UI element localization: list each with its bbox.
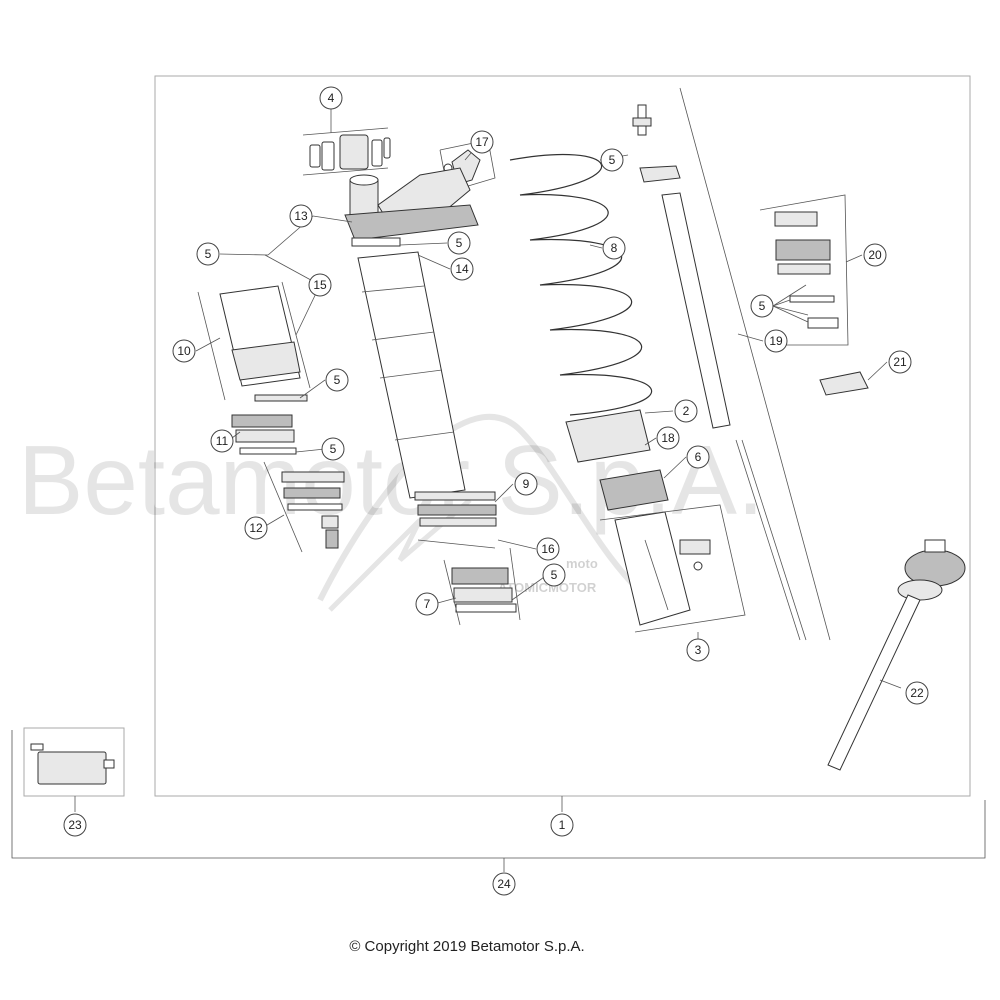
callout-5: 5 <box>600 148 624 172</box>
callout-16: 16 <box>536 537 560 561</box>
svg-text:5: 5 <box>551 568 558 582</box>
tool-box <box>23 727 125 797</box>
svg-text:22: 22 <box>910 686 924 700</box>
part-4-bushing-set <box>302 127 391 176</box>
svg-text:19: 19 <box>769 334 783 348</box>
callout-23: 23 <box>63 813 87 837</box>
svg-text:5: 5 <box>759 299 766 313</box>
watermark-moto: moto <box>566 556 598 571</box>
svg-text:13: 13 <box>294 209 308 223</box>
part-9-piston-stack <box>414 491 497 549</box>
part-21-spacer <box>819 371 869 396</box>
part-2-spring-seat <box>565 409 651 463</box>
svg-text:6: 6 <box>695 450 702 464</box>
watermark-logo-bolt <box>328 498 472 612</box>
svg-text:5: 5 <box>330 442 337 456</box>
part-20-bushing-kit <box>759 194 849 346</box>
callout-4: 4 <box>319 86 343 110</box>
part-6-collar <box>599 469 669 511</box>
svg-text:18: 18 <box>661 431 675 445</box>
part-14-shock-body <box>357 251 466 499</box>
watermark-logo-swoosh <box>317 414 652 603</box>
svg-text:21: 21 <box>893 355 907 369</box>
callout-9: 9 <box>514 472 538 496</box>
callout-6: 6 <box>686 445 710 469</box>
callout-5: 5 <box>750 294 774 318</box>
svg-text:14: 14 <box>455 262 469 276</box>
svg-text:24: 24 <box>497 877 511 891</box>
callout-5: 5 <box>196 242 220 266</box>
callout-19: 19 <box>764 329 788 353</box>
svg-text:1: 1 <box>559 818 566 832</box>
svg-text:23: 23 <box>68 818 82 832</box>
svg-text:16: 16 <box>541 542 555 556</box>
svg-text:17: 17 <box>475 135 489 149</box>
svg-text:9: 9 <box>523 477 530 491</box>
callout-5: 5 <box>325 368 349 392</box>
callout-22: 22 <box>905 681 929 705</box>
callout-7: 7 <box>415 592 439 616</box>
callout-15: 15 <box>308 273 332 297</box>
callout-21: 21 <box>888 350 912 374</box>
svg-text:3: 3 <box>695 643 702 657</box>
callout-13: 13 <box>289 204 313 228</box>
callout-10: 10 <box>172 339 196 363</box>
callout-2: 2 <box>674 399 698 423</box>
callout-12: 12 <box>244 516 268 540</box>
part-13-top-mount <box>344 167 479 247</box>
callout-8: 8 <box>602 236 626 260</box>
svg-text:10: 10 <box>177 344 191 358</box>
svg-text:5: 5 <box>334 373 341 387</box>
watermark-site: ATOMICMOTOR <box>498 580 597 595</box>
copyright-notice: © Copyright 2019 Betamotor S.p.A. <box>349 938 585 955</box>
svg-text:7: 7 <box>424 597 431 611</box>
callout-3: 3 <box>686 638 710 662</box>
kit-bracket <box>11 730 986 859</box>
svg-text:5: 5 <box>456 236 463 250</box>
part-19-shaft <box>632 87 831 641</box>
callout-20: 20 <box>863 243 887 267</box>
svg-text:20: 20 <box>868 248 882 262</box>
svg-text:8: 8 <box>611 241 618 255</box>
callout-1: 1 <box>550 813 574 837</box>
callout-14: 14 <box>450 257 474 281</box>
callout-5: 5 <box>542 563 566 587</box>
callout-11: 11 <box>210 429 234 453</box>
part-7-valve-stack <box>443 547 521 626</box>
assembly-frame <box>154 75 971 797</box>
callout-17: 17 <box>470 130 494 154</box>
leader-lines <box>74 109 902 872</box>
callout-5: 5 <box>321 437 345 461</box>
callout-24: 24 <box>492 872 516 896</box>
svg-text:15: 15 <box>313 278 327 292</box>
svg-text:12: 12 <box>249 521 263 535</box>
svg-text:2: 2 <box>683 404 690 418</box>
part-10-sleeve <box>197 281 311 401</box>
svg-text:4: 4 <box>328 91 335 105</box>
svg-text:5: 5 <box>205 247 212 261</box>
part-8-spring <box>509 153 653 416</box>
svg-text:11: 11 <box>216 434 229 448</box>
part-23-tool <box>30 743 115 785</box>
callout-18: 18 <box>656 426 680 450</box>
part-11-seal-pack <box>231 394 308 455</box>
part-3-clevis <box>599 504 746 633</box>
callout-5: 5 <box>447 231 471 255</box>
part-22-shaft-assembly <box>827 539 966 771</box>
part-12-valve-parts <box>263 461 345 553</box>
svg-text:5: 5 <box>609 153 616 167</box>
